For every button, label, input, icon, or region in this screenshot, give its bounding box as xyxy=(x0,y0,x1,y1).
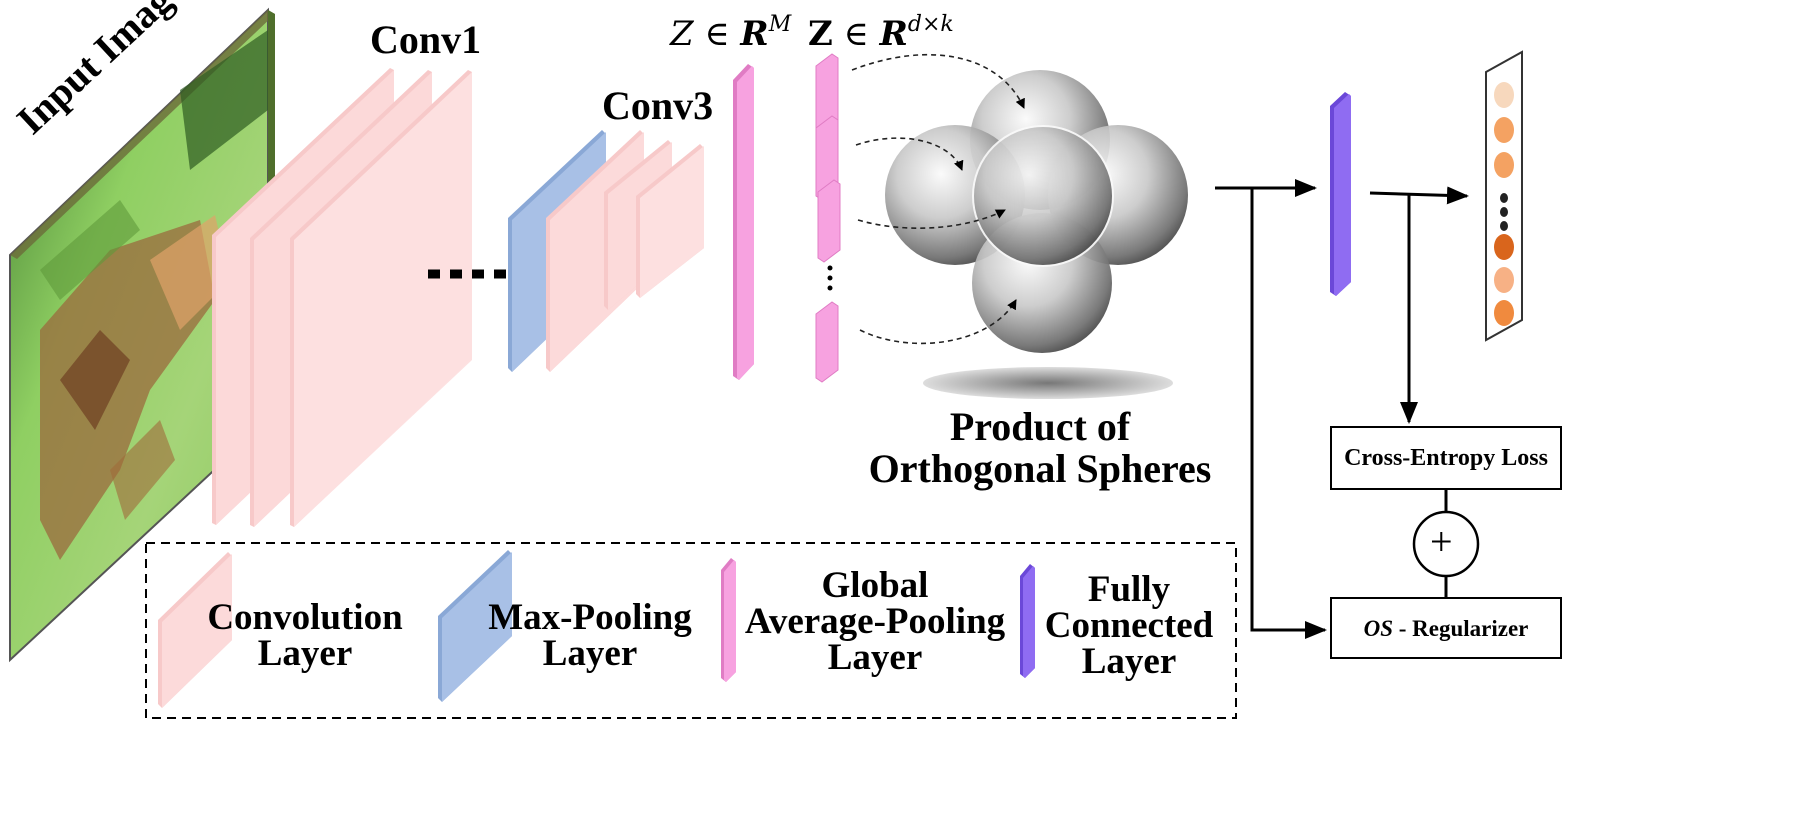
sphere-shadow xyxy=(923,367,1173,399)
fc-vector xyxy=(1330,92,1351,296)
output-node xyxy=(1494,152,1514,178)
output-node xyxy=(1494,82,1514,108)
legend-gap-icon xyxy=(721,558,736,682)
output-vector xyxy=(1485,50,1523,342)
z-segments xyxy=(815,53,841,383)
gap-vector xyxy=(733,64,754,380)
output-node xyxy=(1494,234,1514,260)
cross-entropy-loss-box: Cross-Entropy Loss xyxy=(1330,426,1562,490)
projection-arrows xyxy=(851,53,1025,345)
conv3-layers xyxy=(508,130,704,372)
legend-maxpool-icon xyxy=(438,550,512,702)
legend-conv-label: Convolution Layer xyxy=(207,597,403,674)
conv1-layers xyxy=(212,68,472,527)
input-image xyxy=(9,7,275,663)
legend-box xyxy=(145,542,1237,719)
plus-sign: + xyxy=(1430,519,1453,564)
sum-circle xyxy=(1412,510,1480,578)
legend-maxpool-label: Max-Pooling Layer xyxy=(488,597,692,674)
conv1-label: Conv1 xyxy=(370,17,482,62)
flow-arrows xyxy=(1215,179,1469,639)
cross-entropy-label: Cross-Entropy Loss xyxy=(1344,445,1548,471)
orthogonal-spheres xyxy=(885,70,1188,399)
legend-fc-label: Fully Connected Layer xyxy=(1044,569,1214,682)
legend-conv-icon xyxy=(158,552,232,708)
z-dk-formula: Z ∈ Rd×k xyxy=(808,12,954,54)
product-spheres-title: Product of Orthogonal Spheres xyxy=(868,404,1212,491)
output-node xyxy=(1494,117,1514,143)
conv3-label: Conv3 xyxy=(602,83,714,128)
output-node xyxy=(1494,300,1514,326)
legend-gap-label: Global Average-Pooling Layer xyxy=(744,565,1006,678)
legend-fc-icon xyxy=(1020,564,1035,678)
z-m-formula: Z ∈ RM xyxy=(670,12,792,54)
sphere-center xyxy=(972,125,1114,267)
os-regularizer-box: OS - Regularizer xyxy=(1330,597,1562,659)
os-regularizer-label: OS - Regularizer xyxy=(1363,615,1529,641)
output-node xyxy=(1494,267,1514,293)
